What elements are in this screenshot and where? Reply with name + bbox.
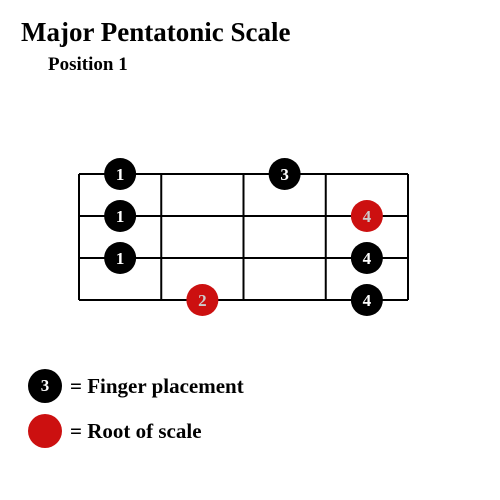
finger-note-marker: 4	[350, 284, 383, 316]
note-dot	[350, 284, 383, 316]
diagram-title: Major Pentatonic Scale	[21, 17, 291, 47]
diagram-subtitle: Position 1	[48, 54, 128, 75]
legend-finger: 3 = Finger placement	[28, 369, 244, 403]
legend-finger-dot: 3	[28, 369, 62, 403]
note-dot	[104, 158, 137, 190]
root-note-marker: 2	[186, 284, 219, 316]
finger-note-marker: 1	[104, 200, 137, 232]
note-finger-number: 4	[363, 207, 372, 226]
legend-root: = Root of scale	[28, 414, 202, 448]
note-finger-number: 1	[116, 249, 125, 268]
note-finger-number: 4	[363, 291, 372, 310]
note-dot	[268, 158, 301, 190]
legend-finger-label: = Finger placement	[70, 373, 244, 398]
note-dot	[350, 242, 383, 274]
finger-note-marker: 4	[350, 242, 383, 274]
legend-root-label: = Root of scale	[70, 418, 202, 443]
note-finger-number: 3	[280, 165, 289, 184]
root-note-marker: 4	[350, 200, 383, 232]
finger-note-marker: 1	[104, 158, 137, 190]
legend-root-dot	[28, 414, 62, 448]
note-dot	[104, 242, 137, 274]
note-dot	[186, 284, 219, 316]
note-dot	[104, 200, 137, 232]
note-dot	[350, 200, 383, 232]
note-finger-number: 2	[198, 291, 207, 310]
finger-note-marker: 3	[268, 158, 301, 190]
finger-note-marker: 1	[104, 242, 137, 274]
note-finger-number: 1	[116, 165, 125, 184]
note-finger-number: 1	[116, 207, 125, 226]
note-finger-number: 4	[363, 249, 372, 268]
